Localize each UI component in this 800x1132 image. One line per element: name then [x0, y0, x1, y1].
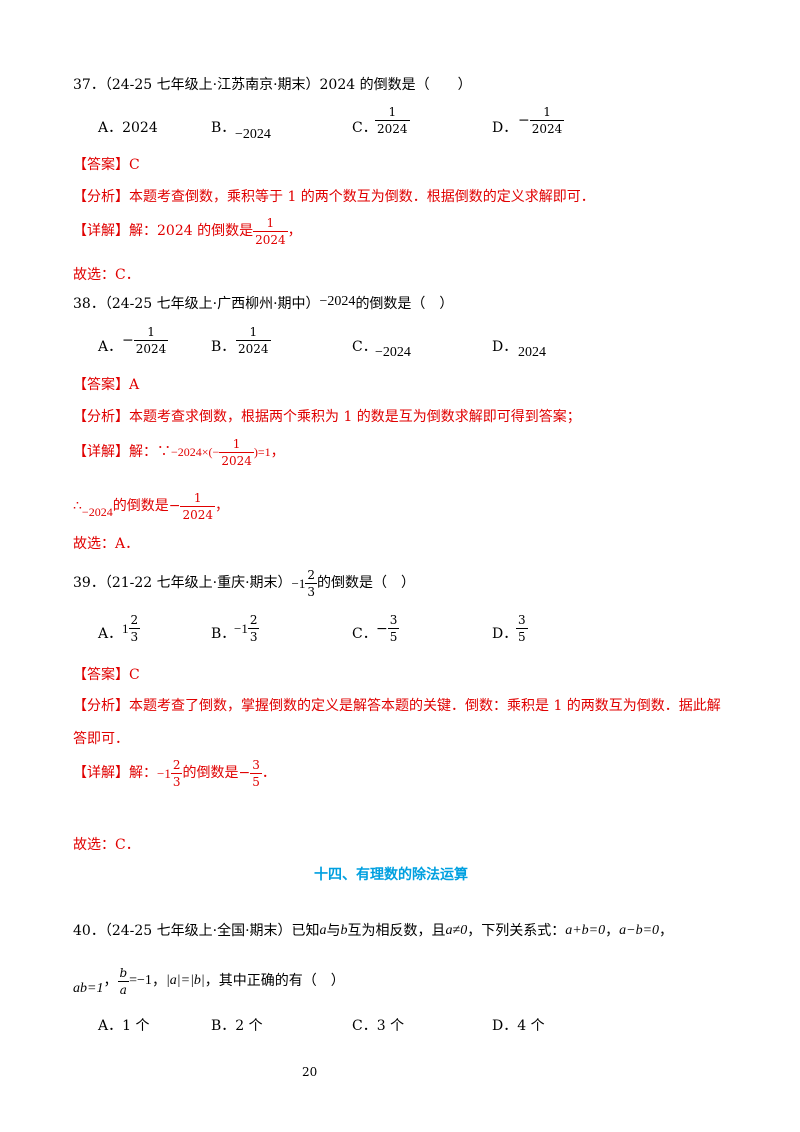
- q40-option-b: B．2 个: [211, 1018, 263, 1034]
- q38-option-c-label: C．: [352, 339, 377, 355]
- q37-answer: 【答案】C: [73, 157, 140, 173]
- q39-analysis-line1: 【分析】本题考查了倒数，掌握倒数的定义是解答本题的关键．倒数：乘积是 1 的两数…: [73, 698, 721, 714]
- q39-option-a-label: A．: [98, 626, 123, 642]
- q37-stem: 37．（24-25 七年级上·江苏南京·期末）2024 的倒数是（ ）: [73, 77, 472, 93]
- q37-option-d-label: D．: [492, 120, 518, 136]
- q40-option-d: D．4 个: [492, 1018, 545, 1034]
- q38-answer: 【答案】A: [73, 377, 140, 393]
- q37-option-b-label: B．: [211, 120, 236, 136]
- q37-option-b-value: −2024: [235, 127, 271, 142]
- section-title: 十四、有理数的除法运算: [314, 867, 468, 883]
- q38-option-b-label: B．: [211, 339, 236, 355]
- q38-option-c-value: −2024: [375, 345, 411, 360]
- q37-option-c-label: C．: [352, 120, 377, 136]
- q38-option-a-label: A．: [98, 339, 123, 355]
- q39-choice: 故选：C．: [73, 837, 140, 853]
- q38-analysis: 【分析】本题考查求倒数，根据两个乘积为 1 的数是互为倒数求解即可得到答案；: [73, 409, 581, 425]
- q39-option-c-label: C．: [352, 626, 377, 642]
- q37-choice: 故选：C．: [73, 267, 140, 283]
- q37-analysis: 【分析】本题考查倒数，乘积等于 1 的两个数互为倒数．根据倒数的定义求解即可．: [73, 189, 595, 205]
- q39-option-d-label: D．: [492, 626, 518, 642]
- q38-option-d-label: D．: [492, 339, 518, 355]
- q38-choice: 故选：A．: [73, 536, 140, 552]
- q39-answer: 【答案】C: [73, 667, 140, 683]
- q39-option-b-label: B．: [211, 626, 236, 642]
- q40-option-c: C．3 个: [352, 1018, 405, 1034]
- q40-option-a: A．1 个: [98, 1018, 150, 1034]
- page-number: 20: [302, 1065, 318, 1079]
- q38-option-d-value: 2024: [518, 345, 546, 360]
- q39-analysis-line2: 答即可．: [73, 731, 129, 747]
- q37-option-a: A．2024: [98, 120, 158, 136]
